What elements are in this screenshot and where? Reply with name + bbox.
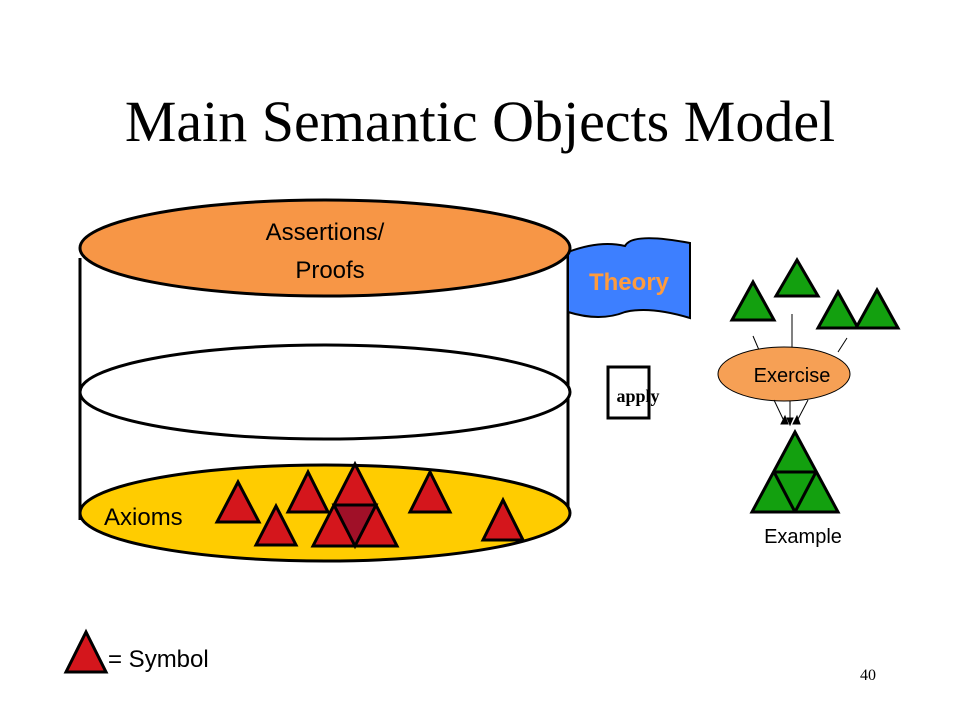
green-triangle bbox=[815, 288, 861, 330]
red-triangle bbox=[480, 496, 526, 542]
green-triangle bbox=[853, 286, 901, 330]
green-triangle bbox=[729, 278, 777, 322]
page-number: 40 bbox=[860, 667, 876, 684]
page-title: Main Semantic Objects Model bbox=[124, 89, 836, 154]
exercise-to-example-arrows bbox=[773, 399, 809, 427]
middle-layer-ellipse bbox=[78, 343, 572, 441]
red-triangle bbox=[253, 502, 299, 547]
connector-line bbox=[837, 337, 848, 353]
legend-label: = Symbol bbox=[108, 646, 209, 673]
connector-line bbox=[752, 335, 760, 351]
assertions-label: Assertions/ bbox=[266, 219, 385, 246]
proofs-label: Proofs bbox=[295, 257, 364, 284]
red-triangle bbox=[407, 468, 453, 514]
red-triangle bbox=[285, 468, 331, 514]
example-triangle bbox=[749, 428, 841, 514]
red-triangle bbox=[214, 478, 262, 524]
legend-symbol-triangle bbox=[63, 628, 109, 674]
theory-flag bbox=[567, 237, 691, 320]
exercise-ellipse bbox=[717, 346, 851, 402]
theory-label: Theory bbox=[589, 269, 670, 296]
exercise-label: Exercise bbox=[754, 365, 831, 387]
axioms-label: Axioms bbox=[104, 504, 183, 531]
apply-label: apply bbox=[616, 386, 659, 406]
example-label: Example bbox=[764, 526, 842, 548]
green-triangle bbox=[773, 257, 821, 298]
composite-red-triangle bbox=[310, 460, 400, 550]
apply-box bbox=[606, 365, 651, 420]
assertions-proofs-ellipse bbox=[78, 198, 572, 298]
